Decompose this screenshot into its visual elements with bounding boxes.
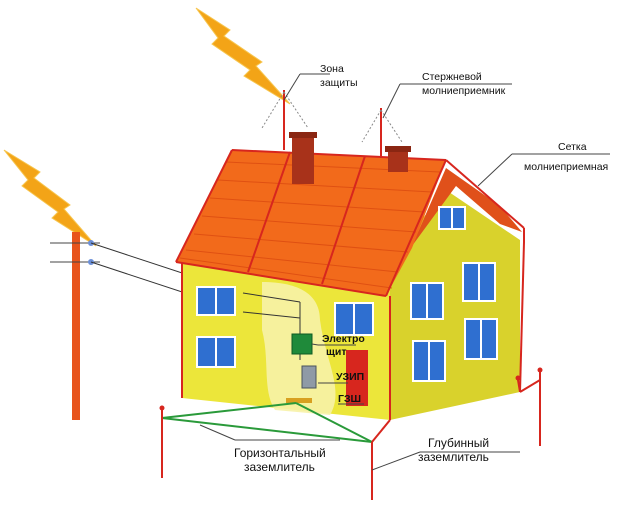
chimney: [385, 146, 411, 172]
house-gable: [412, 168, 522, 246]
leader-lines: [199, 73, 610, 471]
protection-zone: [261, 91, 403, 143]
label-mesh: Сетка: [558, 141, 587, 153]
label-rod: молниеприемник: [422, 85, 506, 97]
window: [438, 206, 466, 230]
deep-ground-electrode: [161, 370, 541, 500]
window: [412, 340, 446, 382]
ground-rod-tip: [159, 367, 543, 411]
window: [334, 302, 374, 336]
roof-tiles: [179, 161, 441, 289]
chimney: [289, 132, 317, 184]
label-panel: щит: [326, 346, 346, 358]
window: [464, 318, 498, 360]
label-horizontal: Горизонтальный: [234, 446, 326, 460]
window: [410, 282, 444, 320]
window: [462, 262, 496, 302]
label-zone: защиты: [320, 77, 358, 89]
label-mesh: молниеприемная: [524, 161, 608, 173]
horizontal-ground-electrode: [161, 402, 373, 443]
ground-bus: [286, 398, 312, 403]
window: [196, 336, 236, 368]
label-deep: Глубинный: [428, 436, 489, 450]
lightning-bolt-icon: [195, 7, 291, 105]
door: [346, 350, 368, 406]
window: [196, 286, 236, 316]
lightning-mesh: [175, 149, 525, 297]
label-gzsh: ГЗШ: [338, 393, 361, 405]
lightning-bolt-icon: [3, 149, 97, 247]
label-uzip: УЗИП: [336, 371, 364, 383]
electrical-panel: [291, 333, 313, 355]
label-zone: Зона: [320, 63, 344, 75]
house-roof: [176, 150, 446, 296]
down-conductor: [181, 241, 525, 420]
label-panel: Электро: [322, 333, 365, 345]
label-horizontal: заземлитель: [244, 460, 315, 474]
utility-pole: [50, 232, 100, 420]
surge-protector: [301, 365, 317, 389]
label-deep: заземлитель: [418, 450, 489, 464]
label-rod: Стержневой: [422, 71, 482, 83]
